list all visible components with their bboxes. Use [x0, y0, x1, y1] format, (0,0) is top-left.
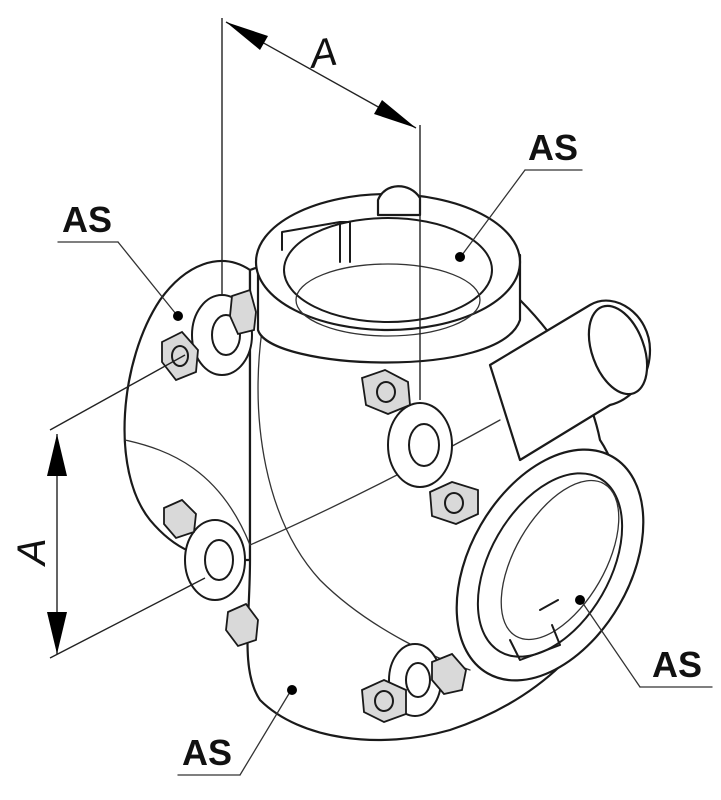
dim-left-arrow-top [47, 434, 67, 476]
dim-left-arrow-bottom [47, 612, 67, 654]
dim-left-label: A [10, 538, 54, 567]
nut-bottom [361, 679, 407, 723]
nut-center-top-hole [376, 381, 396, 403]
nut-center-bottom-hole [444, 492, 464, 514]
callout-bottom-right: AS [575, 595, 713, 688]
right-port-bore [500, 479, 620, 641]
seam-left [124, 439, 251, 546]
dim-left-ext-bottom [49, 577, 206, 659]
top-port [254, 192, 522, 364]
boss-bottom-hole [405, 662, 431, 698]
dim-top-label: A [305, 30, 340, 78]
boss-mid-left-hole [204, 539, 234, 581]
nut-bottom-right [431, 652, 467, 695]
boss-center [387, 402, 453, 488]
dim-left-ext-top [49, 354, 186, 431]
seam-diagonal [249, 419, 501, 546]
fasteners [161, 288, 479, 723]
dimension-top: A [221, 18, 421, 400]
top-port-rim-inner [283, 217, 493, 323]
nut-left-upper-hole [171, 345, 189, 367]
nut-bottom-hole [374, 690, 394, 712]
nut-top-left [229, 288, 257, 336]
right-port-keyway [509, 599, 561, 661]
callout-dot-2 [173, 311, 183, 321]
callout-dot-3 [575, 595, 585, 605]
callout-label-3: AS [652, 644, 702, 685]
callout-dot-4 [287, 685, 297, 695]
callout-dot-1 [455, 252, 465, 262]
dim-top-arrow-right [374, 100, 416, 128]
callout-leader-1 [461, 169, 526, 256]
dim-top-arrow-left [226, 22, 268, 50]
boss-center-hole [408, 423, 440, 467]
top-back-dome [376, 185, 422, 217]
top-port-bore [295, 263, 481, 337]
right-rod-end [587, 304, 649, 396]
nut-center-bottom [429, 481, 479, 525]
right-rod [488, 299, 652, 462]
callout-top-right: AS [455, 127, 583, 262]
callout-label-2: AS [62, 199, 112, 240]
callout-top-left: AS [57, 199, 183, 321]
callout-label-1: AS [528, 127, 578, 168]
callout-leader-3 [581, 601, 641, 688]
callout-leader-4 [239, 691, 291, 776]
dimension-left: A [10, 354, 206, 659]
boss-upper-left-hole [211, 314, 241, 356]
nut-center-top [361, 369, 411, 415]
nut-left-upper [161, 330, 199, 382]
nut-mid-lower [225, 602, 259, 648]
callout-label-4: AS [182, 732, 232, 773]
right-port-rim-inner [476, 472, 624, 658]
bosses [184, 294, 453, 717]
nut-left-lower [163, 498, 197, 540]
callout-leader-2 [117, 241, 177, 315]
callout-bottom-left: AS [177, 685, 297, 776]
top-port-keyway [281, 221, 351, 263]
